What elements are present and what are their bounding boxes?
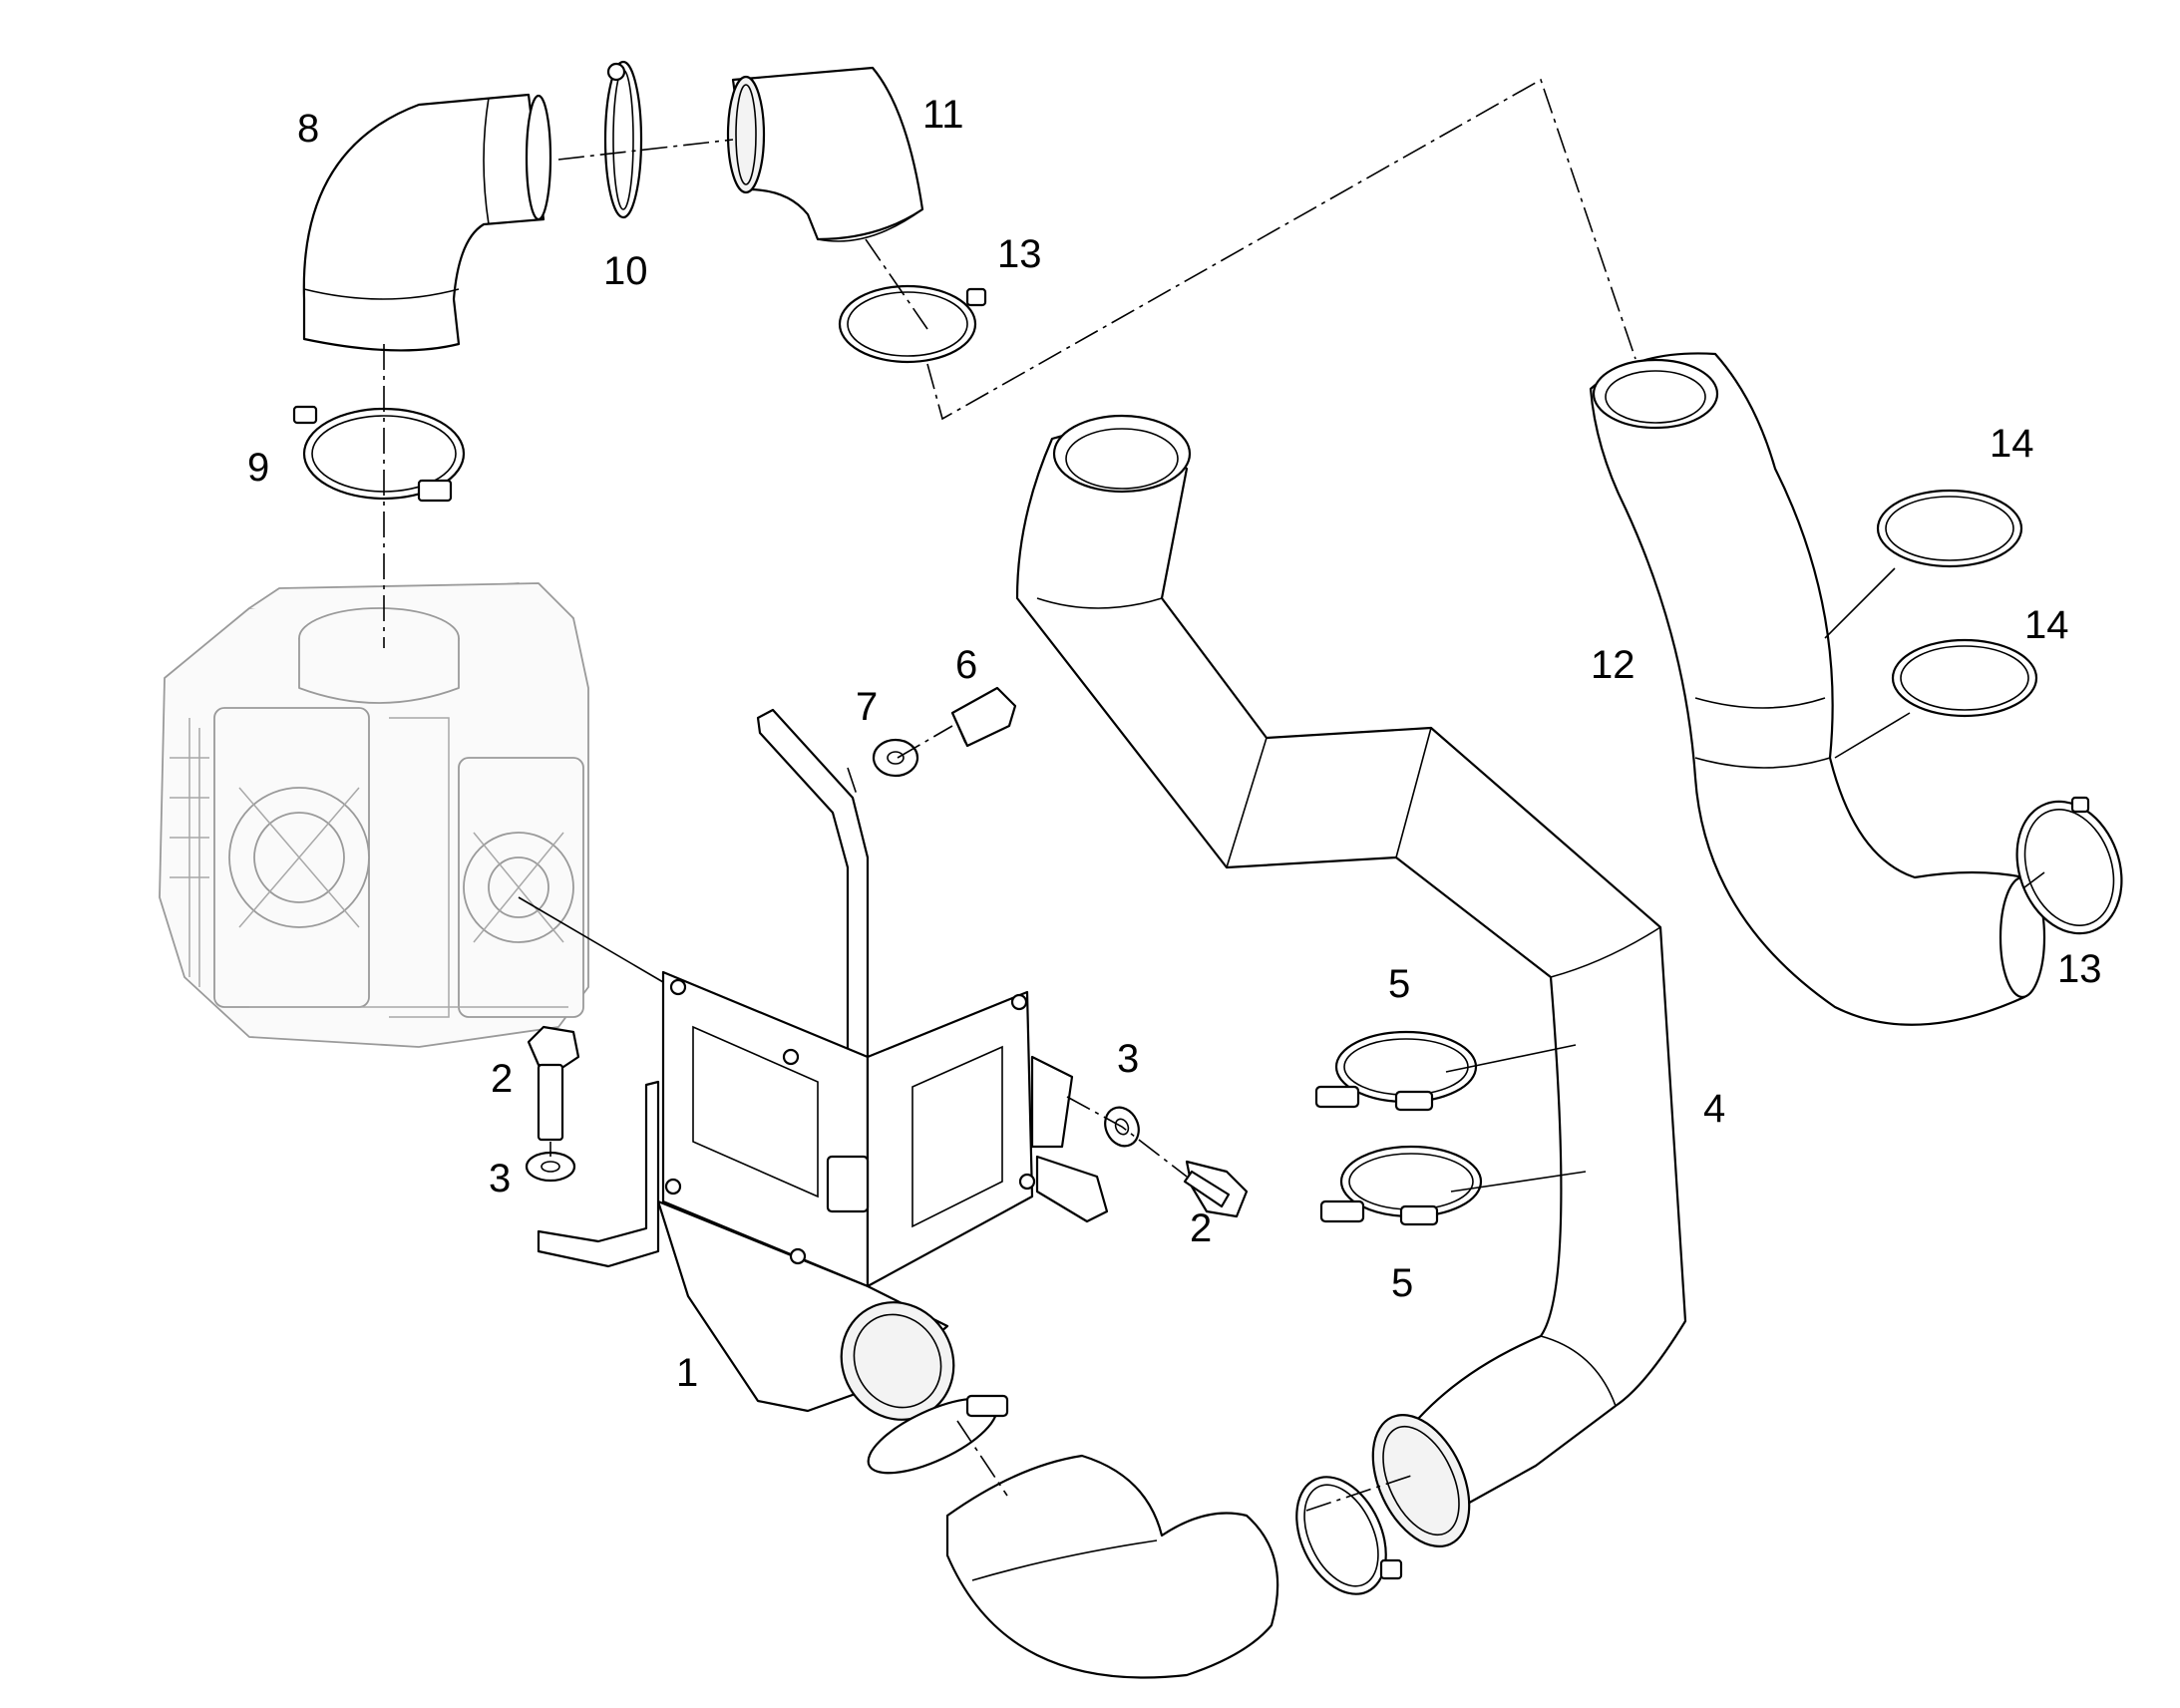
- part-14-clamps: [1876, 489, 2038, 718]
- part-12-long-hose: [1589, 352, 2046, 1026]
- callout-12: 12: [1591, 643, 1635, 687]
- assembly-centerlines: [383, 78, 1636, 1512]
- part-8-elbow-hose: [302, 93, 552, 352]
- part-9-hose-clamp: [292, 405, 466, 503]
- callout-labels: 1 2 2 3 3 4 5 5 6 7 8 9 10 11 12 13 13 1…: [247, 93, 2102, 1395]
- part-13-hose-clamp-top: [838, 284, 987, 364]
- leader-lines: [518, 567, 2045, 1193]
- part-11-elbow-pipe: [726, 66, 924, 242]
- fasteners: [525, 686, 1249, 1218]
- callout-14-bottom: 14: [2024, 603, 2069, 647]
- callout-8: 8: [297, 107, 319, 151]
- callout-13-top: 13: [997, 232, 1042, 276]
- engine-block-ghost: [159, 582, 589, 1048]
- callout-7: 7: [856, 685, 878, 729]
- part-5-clamps: [1314, 1030, 1483, 1226]
- callout-5-top: 5: [1388, 962, 1410, 1006]
- callout-3-right: 3: [1117, 1037, 1139, 1081]
- callout-9: 9: [247, 446, 269, 490]
- callout-10: 10: [603, 249, 648, 293]
- callout-13-right: 13: [2057, 947, 2102, 991]
- part-1-mounting-bracket: [537, 708, 1109, 1421]
- callout-6: 6: [955, 643, 977, 687]
- callout-2-left: 2: [491, 1057, 513, 1101]
- callout-4: 4: [1703, 1087, 1725, 1131]
- callout-2-right: 2: [1190, 1206, 1212, 1250]
- part-10-hose-clamp: [603, 60, 643, 219]
- part-4-charge-pipe: [1015, 414, 1687, 1547]
- callout-5-bottom: 5: [1391, 1261, 1413, 1305]
- part-13-hose-clamp-right: [2015, 796, 2123, 935]
- callout-1: 1: [676, 1351, 698, 1395]
- lower-elbow-hose: [867, 1394, 1403, 1679]
- callout-14-top: 14: [1990, 422, 2034, 466]
- callout-11: 11: [922, 93, 964, 137]
- callout-3-left: 3: [489, 1157, 511, 1200]
